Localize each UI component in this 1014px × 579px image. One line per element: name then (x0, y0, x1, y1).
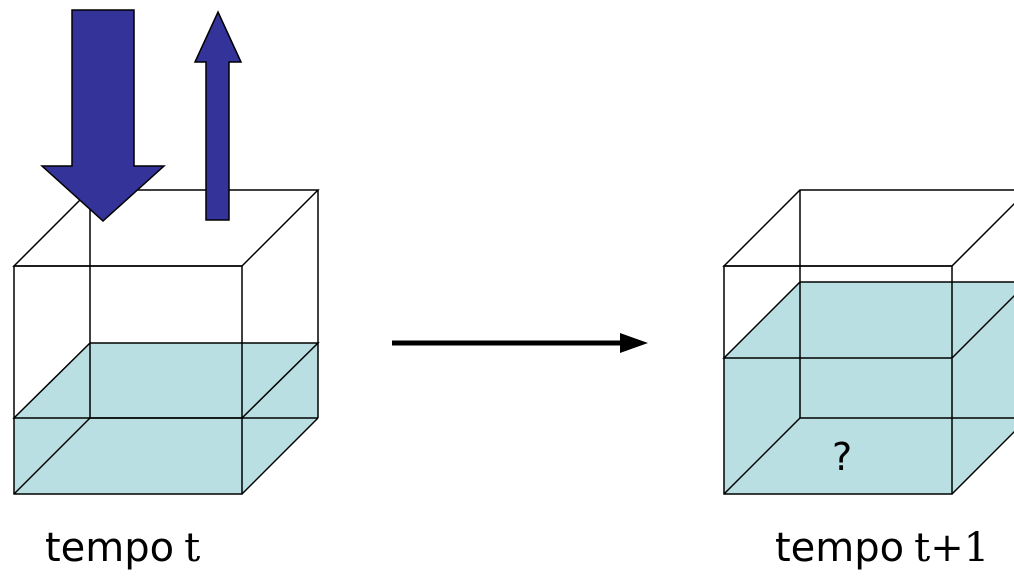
caption-word: tempo (775, 525, 905, 571)
reservoir-box-time-t (12, 189, 320, 495)
water-volume-high (724, 282, 1014, 494)
back-edges (723, 190, 1014, 495)
right-arrow-icon (392, 333, 648, 353)
caption-variable: t+1 (914, 525, 990, 571)
up-arrow-icon (193, 10, 243, 221)
unknown-volume-label: ? (832, 435, 853, 479)
caption-variable: t (184, 525, 201, 571)
cube-edges (722, 189, 1014, 495)
cube-edges (12, 189, 320, 495)
caption-word: tempo (45, 525, 175, 571)
caption-time-t: tempo t (45, 528, 200, 568)
down-arrow-icon (40, 9, 166, 223)
reservoir-box-time-t-plus-1 (722, 189, 1014, 495)
caption-time-t-plus-1: tempo t+1 (775, 528, 989, 568)
